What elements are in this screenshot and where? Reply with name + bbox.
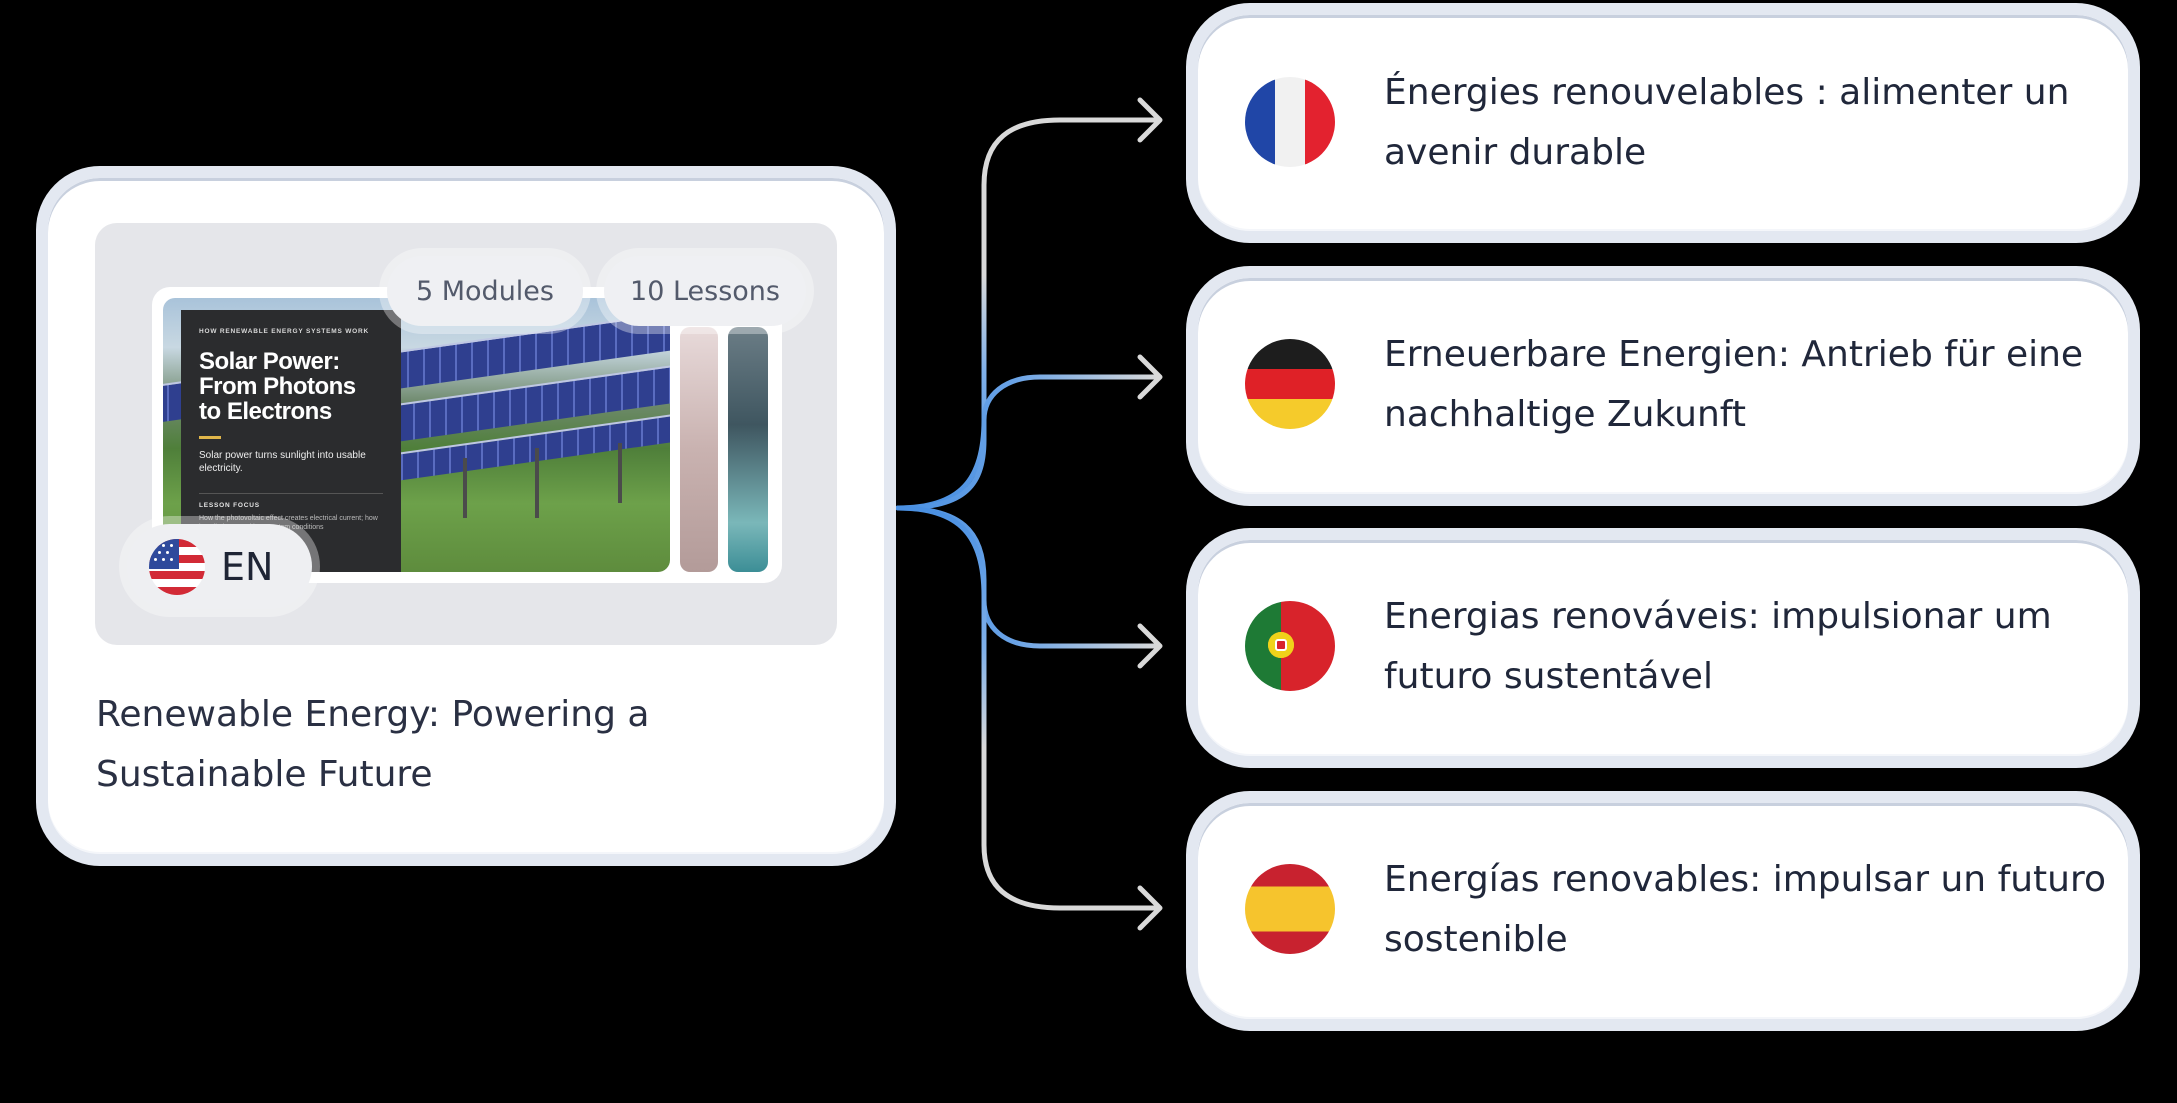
translation-card-es[interactable] (1186, 791, 2140, 1031)
modules-count-badge: 5 Modules (387, 256, 583, 326)
us-flag-icon (149, 538, 205, 595)
germany-flag-icon (1245, 339, 1335, 429)
portugal-flag-icon (1245, 601, 1335, 691)
slide-accent-rule (199, 436, 221, 439)
connector-de (895, 374, 1161, 511)
france-flag-icon (1245, 77, 1335, 167)
source-course-title: Renewable Energy: Powering a Sustainable… (96, 694, 650, 795)
slide-focus-label: LESSON FOCUS (199, 502, 260, 509)
lessons-count-badge: 10 Lessons (604, 256, 806, 326)
arrowhead-pt (1137, 623, 1163, 669)
translation-card-fr[interactable] (1186, 3, 2140, 243)
translation-title-es: Energías renovables: impulsar un futuro … (1384, 859, 2107, 960)
connector-fr (895, 117, 1161, 511)
slide-thumbnail-2 (680, 327, 718, 572)
slide-description: Solar power turns sunlight into usable e… (199, 450, 366, 474)
translation-card-pt[interactable] (1186, 528, 2140, 768)
translation-title-fr: Énergies renouvelables : alimenter un av… (1384, 72, 2070, 173)
connector-pt (895, 505, 1161, 649)
connector-es (895, 505, 1161, 911)
slide-thumbnail-3 (728, 327, 768, 572)
spain-flag-icon (1245, 864, 1335, 954)
arrowhead-fr (1137, 97, 1163, 143)
slide-divider (199, 493, 383, 494)
source-language-badge: EN (127, 524, 312, 609)
source-language-code: EN (221, 544, 274, 589)
arrowhead-de (1137, 354, 1163, 400)
slide-kicker: HOW RENEWABLE ENERGY SYSTEMS WORK (199, 328, 370, 335)
slide-title: Solar Power: From Photons to Electrons (199, 348, 356, 425)
arrowhead-es (1137, 885, 1163, 931)
translation-card-de[interactable] (1186, 266, 2140, 506)
translation-title-de: Erneuerbare Energien: Antrieb für eine n… (1384, 334, 2084, 435)
translation-title-pt: Energias renováveis: impulsionar um futu… (1384, 596, 2052, 697)
